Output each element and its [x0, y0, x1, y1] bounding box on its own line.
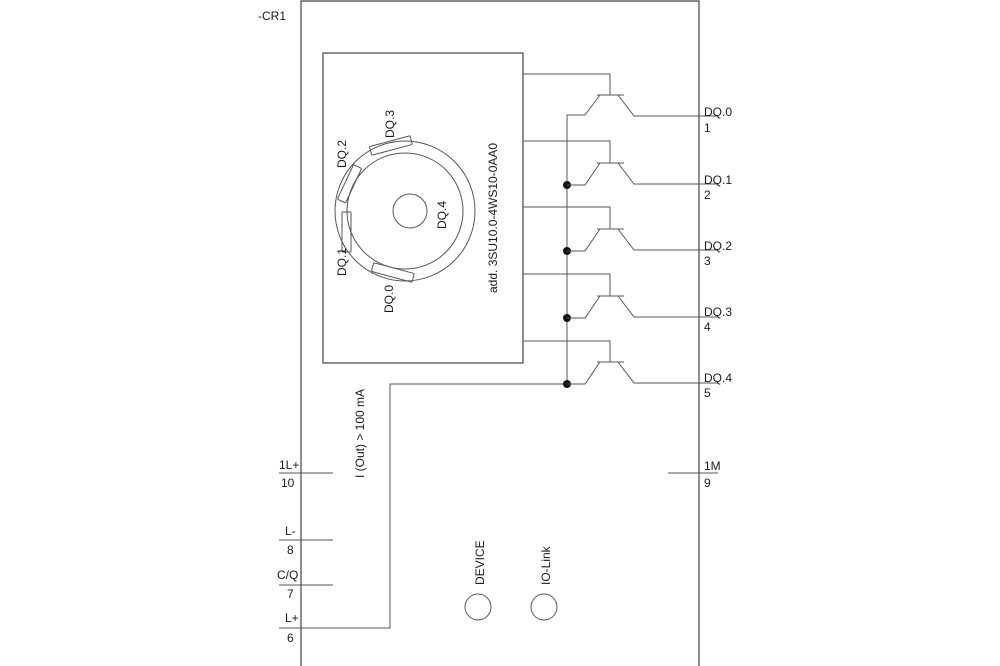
output-channel-dq4: DQ.4 5 [523, 340, 732, 400]
transistor-path [567, 228, 718, 252]
dial-label-dq0: DQ.0 [382, 285, 396, 313]
transistor-path [567, 295, 718, 319]
device-tag: -CR1 [258, 9, 286, 23]
iolink-led-indicator [530, 593, 558, 621]
terminal-name: L+ [285, 611, 299, 625]
dial-center-knob [392, 193, 428, 229]
gate-line [523, 206, 611, 229]
dial-slot-dq1 [341, 211, 352, 253]
output-pin: 3 [704, 254, 711, 268]
dial-slot-dq0 [371, 262, 415, 283]
dial-label-dq1: DQ.1 [335, 248, 349, 276]
terminal-pin: 9 [704, 476, 711, 490]
transistor-path [567, 361, 718, 385]
iolink-led-label: IO-Link [539, 545, 553, 585]
terminal-name: 1L+ [279, 458, 299, 472]
output-pin: 4 [704, 320, 711, 334]
dial-label-dq4: DQ.4 [435, 201, 449, 229]
terminal-1m: 1M 9 [668, 459, 721, 490]
output-name: DQ.3 [704, 305, 732, 319]
output-name: DQ.1 [704, 173, 732, 187]
transistor-path [567, 94, 718, 117]
transistor-path [567, 162, 718, 186]
dial-inner-ring [346, 152, 464, 270]
output-channel-dq3: DQ.3 4 [523, 273, 732, 334]
terminal-name: L- [285, 524, 296, 538]
gate-line [523, 73, 611, 95]
terminal-pin: 7 [287, 587, 294, 601]
terminal-l-plus: L+ 6 [285, 611, 299, 645]
output-pin: 1 [704, 121, 711, 135]
dial-slot-dq2 [337, 164, 362, 204]
rotary-dial: DQ.3 DQ.2 DQ.4 DQ.1 DQ.0 [334, 110, 476, 313]
output-channel-dq2: DQ.2 3 [523, 206, 732, 268]
gate-line [523, 140, 611, 163]
addon-module-label: add. 3SU10.0-4WS10-0AA0 [486, 143, 500, 293]
supply-feed-line [279, 383, 567, 629]
terminal-pin: 8 [287, 543, 294, 557]
output-name: DQ.2 [704, 239, 732, 253]
terminal-c-q: C/Q 7 [277, 568, 333, 601]
gate-line [523, 273, 611, 296]
dial-slot-dq3 [369, 135, 413, 156]
terminal-pin: 6 [287, 631, 294, 645]
terminal-1l-plus: 1L+ 10 [279, 458, 333, 490]
dial-outer-ring [334, 140, 476, 282]
terminal-name: 1M [704, 459, 721, 473]
addon-module-box [322, 52, 524, 364]
dial-label-dq3: DQ.3 [383, 110, 397, 138]
device-led-label: DEVICE [473, 540, 487, 585]
device-housing [300, 0, 700, 666]
output-channel-dq1: DQ.1 2 [523, 140, 732, 202]
terminal-name: C/Q [277, 568, 298, 582]
output-channel-dq0: DQ.0 1 [523, 73, 732, 135]
output-pin: 2 [704, 188, 711, 202]
output-pin: 5 [704, 386, 711, 400]
led-device: DEVICE [464, 540, 492, 621]
terminal-pin: 10 [281, 476, 295, 490]
current-limit-note: I (Out) > 100 mA [353, 389, 367, 478]
gate-line [523, 340, 611, 362]
terminal-l-minus: L- 8 [279, 524, 333, 557]
device-led-indicator [464, 593, 492, 621]
output-name: DQ.4 [704, 371, 732, 385]
output-name: DQ.0 [704, 105, 732, 119]
led-iolink: IO-Link [530, 545, 558, 621]
dial-label-dq2: DQ.2 [335, 140, 349, 168]
